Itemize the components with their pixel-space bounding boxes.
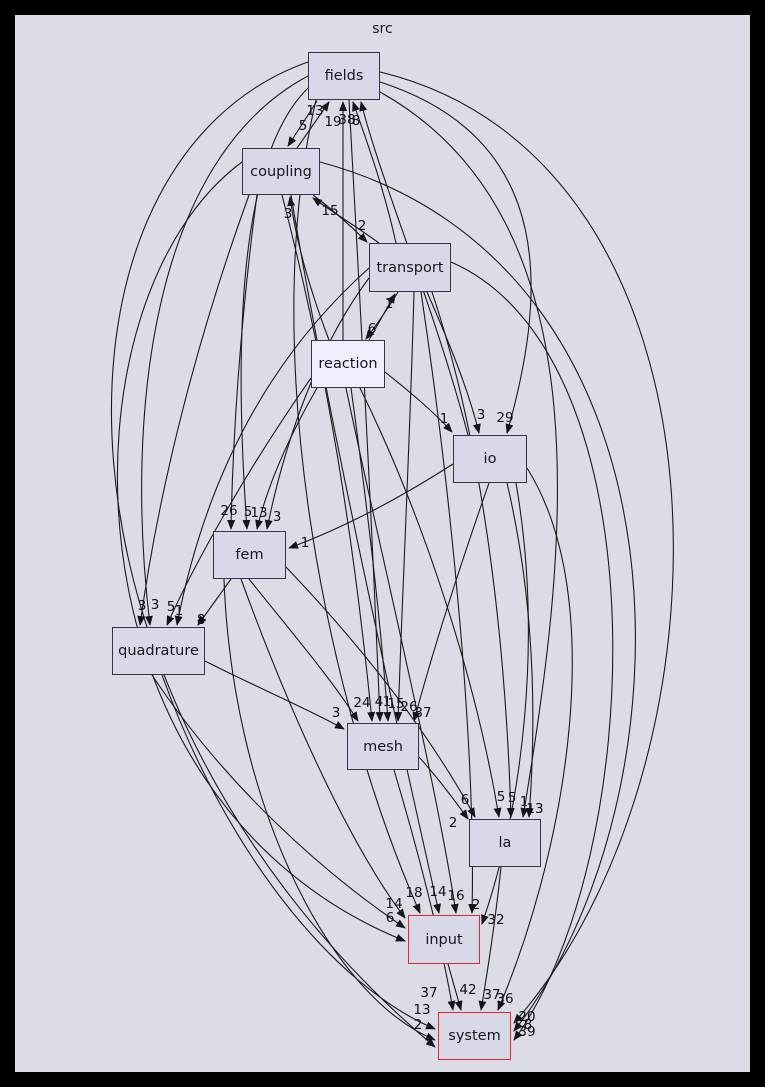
- node-io[interactable]: io: [453, 435, 527, 483]
- node-mesh[interactable]: mesh: [347, 723, 419, 770]
- node-system[interactable]: system: [438, 1012, 511, 1060]
- node-coupling[interactable]: coupling: [242, 148, 320, 195]
- node-transport[interactable]: transport: [369, 243, 451, 292]
- node-fem[interactable]: fem: [213, 531, 286, 579]
- node-fields[interactable]: fields: [308, 52, 380, 100]
- node-quadrature[interactable]: quadrature: [112, 627, 205, 675]
- node-la[interactable]: la: [469, 819, 541, 867]
- node-reaction[interactable]: reaction: [311, 340, 385, 388]
- node-input[interactable]: input: [408, 915, 480, 964]
- graph-title: src: [372, 21, 393, 37]
